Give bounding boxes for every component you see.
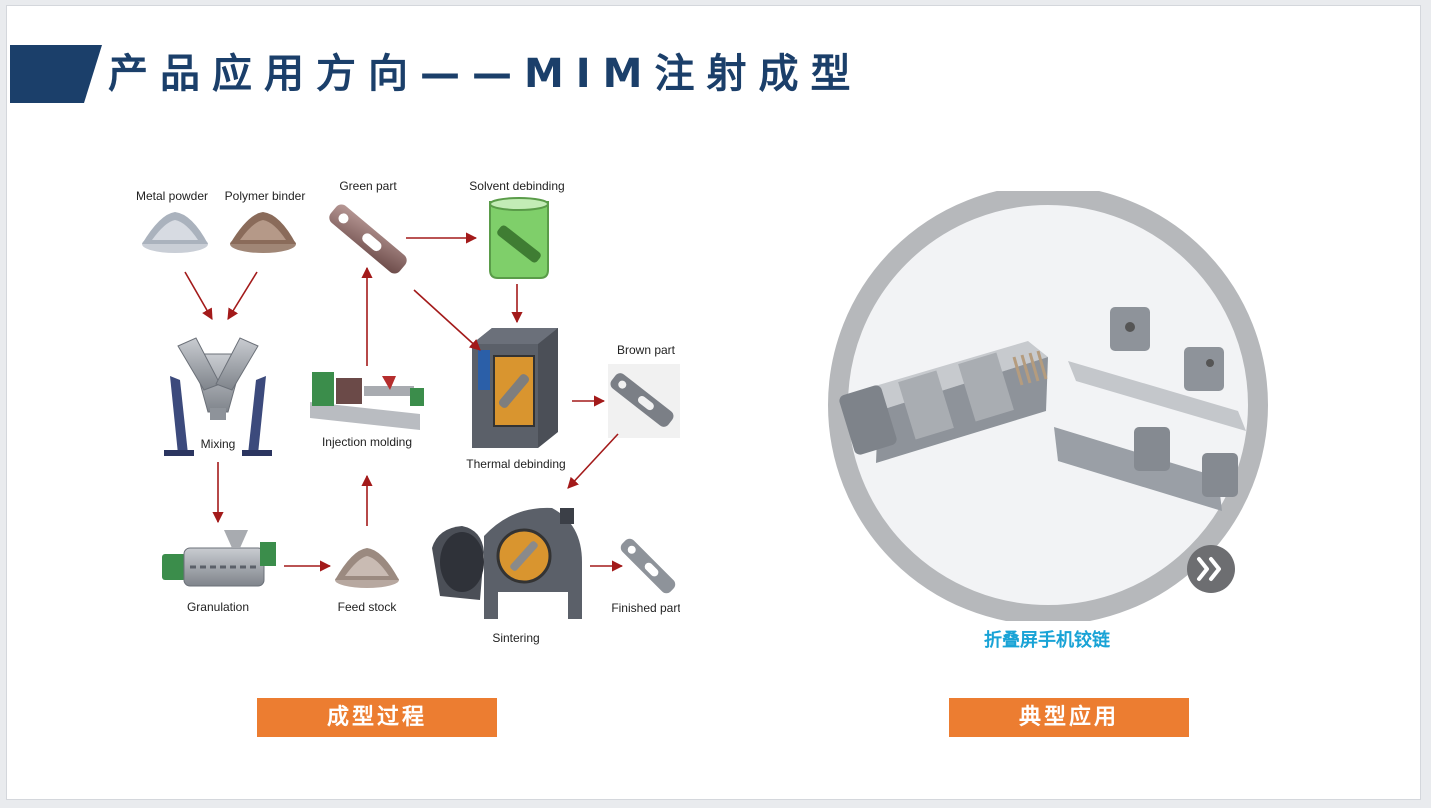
label-sintering: Sintering bbox=[492, 631, 539, 645]
label-thermal-debinding: Thermal debinding bbox=[466, 457, 565, 471]
process-button[interactable]: 成型过程 bbox=[257, 698, 497, 737]
hinge-part-left bbox=[839, 341, 1048, 463]
sintering-furnace bbox=[432, 507, 582, 619]
green-part bbox=[329, 204, 407, 274]
label-granulation: Granulation bbox=[187, 600, 249, 614]
application-button[interactable]: 典型应用 bbox=[949, 698, 1189, 737]
slide: 产品应用方向——MIM注射成型 Metal powder Polyme bbox=[6, 5, 1421, 800]
finished-part bbox=[620, 538, 676, 594]
label-finished-part: Finished part bbox=[611, 601, 680, 615]
label-polymer-binder: Polymer binder bbox=[225, 189, 306, 203]
label-brown-part: Brown part bbox=[617, 343, 676, 357]
product-caption: 折叠屏手机铰链 bbox=[984, 630, 1110, 651]
label-solvent-debinding: Solvent debinding bbox=[469, 179, 564, 193]
brown-part bbox=[608, 364, 680, 438]
arrow-greenpart-to-thermal bbox=[413, 289, 481, 351]
mixer bbox=[164, 337, 272, 456]
page-title: 产品应用方向——MIM注射成型 bbox=[108, 51, 863, 97]
label-feed-stock: Feed stock bbox=[338, 600, 398, 614]
label-metal-powder: Metal powder bbox=[136, 189, 208, 203]
polymer-binder-pile bbox=[230, 212, 296, 253]
solvent-debinding-beaker bbox=[489, 197, 549, 279]
label-green-part: Green part bbox=[339, 179, 397, 193]
label-mixing: Mixing bbox=[201, 437, 236, 451]
thermal-debinding-oven bbox=[472, 328, 558, 448]
metal-powder-pile bbox=[142, 212, 208, 253]
arrow-powder-to-mixing bbox=[184, 271, 213, 320]
arrow-brownpart-to-sintering bbox=[567, 433, 619, 489]
product-photo-frame bbox=[828, 191, 1268, 621]
granulator bbox=[162, 530, 276, 587]
hinge-part-right bbox=[1054, 307, 1246, 511]
feed-stock-pile bbox=[335, 548, 399, 588]
process-arrows bbox=[184, 232, 624, 572]
mim-process-diagram: Metal powder Polymer binder Green part S… bbox=[136, 179, 680, 645]
injection-molding-machine bbox=[310, 372, 424, 430]
double-chevron-right-icon[interactable] bbox=[1187, 545, 1235, 593]
label-injection-molding: Injection molding bbox=[322, 435, 412, 449]
title-accent-bar bbox=[10, 45, 102, 103]
arrow-binder-to-mixing bbox=[227, 271, 258, 320]
